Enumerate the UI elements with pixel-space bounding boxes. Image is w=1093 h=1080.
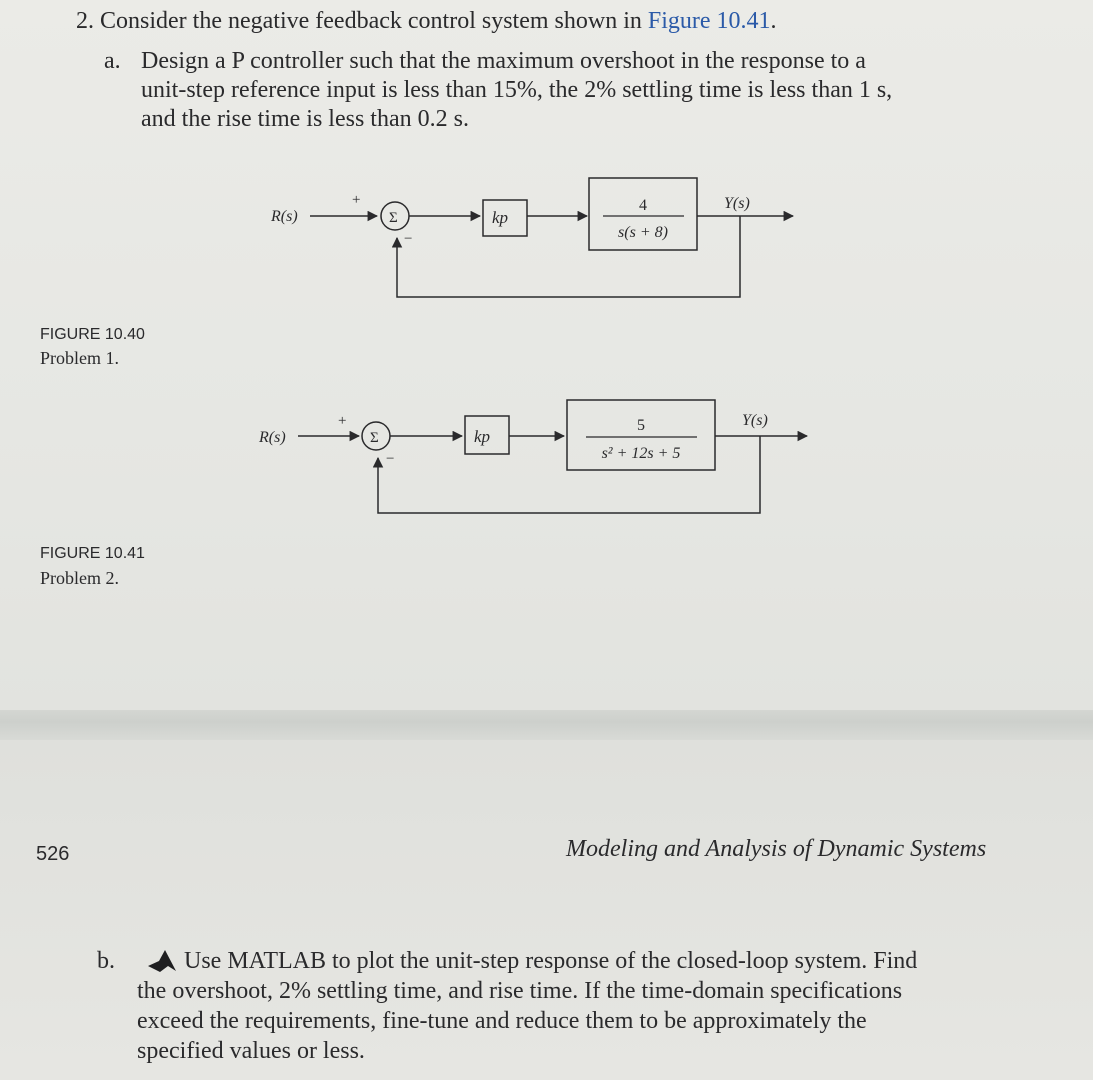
part-a-marker: a. <box>104 48 121 74</box>
part-b-line-4: specified values or less. <box>137 1038 365 1064</box>
figure-10-41-caption: Problem 2. <box>40 568 119 588</box>
page-divider <box>0 710 1093 740</box>
input-label: R(s) <box>270 208 298 225</box>
plant-denominator: s² + 12s + 5 <box>602 445 681 462</box>
output-label: Y(s) <box>724 195 750 212</box>
problem-intro: Consider the negative feedback control s… <box>100 8 648 34</box>
output-label: Y(s) <box>742 412 768 429</box>
sum-symbol: Σ <box>389 210 398 226</box>
plant-block <box>566 399 716 471</box>
problem-number: 2. <box>76 8 94 34</box>
part-b-line-3: exceed the requirements, fine-tune and r… <box>137 1008 867 1034</box>
part-a-line-3: and the rise time is less than 0.2 s. <box>141 106 469 132</box>
block-diagram-10-41: R(s) + Σ − kp 5 s² + 12s + 5 Y(s) <box>258 399 809 514</box>
problem-heading: 2. Consider the negative feedback contro… <box>76 7 777 36</box>
figure-link[interactable]: Figure 10.41 <box>647 8 771 34</box>
sum-symbol: Σ <box>370 430 379 446</box>
plant-block <box>588 177 698 251</box>
figure-10-40-caption: Problem 1. <box>40 348 119 368</box>
plus-sign: + <box>352 192 360 208</box>
upper-page <box>0 0 1093 712</box>
input-label: R(s) <box>258 429 286 446</box>
plant-numerator: 4 <box>639 197 647 214</box>
matlab-icon <box>148 950 176 972</box>
page-number: 526 <box>36 843 70 865</box>
part-b-line-2: the overshoot, 2% settling time, and ris… <box>137 978 903 1004</box>
block-diagram-10-40: R(s) + Σ − kp 4 s(s + 8) Y(s) <box>270 177 795 298</box>
plant-numerator: 5 <box>637 417 645 434</box>
plus-sign: + <box>338 413 346 429</box>
part-b-marker: b. <box>97 948 115 974</box>
feedback-path <box>372 436 761 514</box>
feedback-path <box>391 216 741 298</box>
controller-block <box>482 199 528 237</box>
figure-10-40-label: FIGURE 10.40 <box>40 326 145 343</box>
controller-label: kp <box>492 208 508 227</box>
minus-sign: − <box>404 231 412 247</box>
part-a-line-1: Design a P controller such that the maxi… <box>141 48 866 74</box>
controller-label: kp <box>474 427 490 446</box>
part-b-line-1: Use MATLAB to plot the unit-step respons… <box>184 948 918 974</box>
controller-block <box>464 415 510 455</box>
minus-sign: − <box>386 451 394 467</box>
figure-10-41-label: FIGURE 10.41 <box>40 545 145 562</box>
lower-page <box>0 740 1093 1080</box>
problem-period: . <box>770 8 777 34</box>
plant-denominator: s(s + 8) <box>618 224 668 241</box>
part-a-line-2: unit-step reference input is less than 1… <box>141 77 893 103</box>
book-title: Modeling and Analysis of Dynamic Systems <box>566 836 987 862</box>
